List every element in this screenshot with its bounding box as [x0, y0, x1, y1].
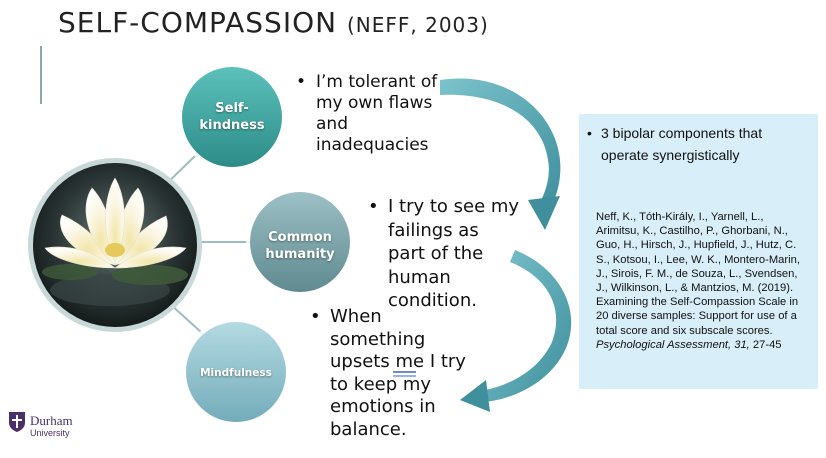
bullet-text: I try to see my failings as part of the … — [388, 195, 519, 313]
bullet-line: failings as — [388, 219, 479, 241]
bullet-self-kindness: • I’m tolerant of my own flaws and inade… — [296, 72, 437, 156]
reference-box: • 3 bipolar components that operate syne… — [579, 114, 818, 389]
bullet-text: I’m tolerant of my own flaws and inadequ… — [316, 72, 437, 156]
label-line: humanity — [265, 247, 335, 262]
title-citation: (NEFF, 2003) — [346, 13, 489, 37]
bullet-line: I’m tolerant of — [316, 72, 438, 92]
component-circle-self-kindness — [178, 63, 286, 171]
bullet-dot: • — [310, 306, 321, 327]
word-me: me — [395, 351, 425, 372]
bullet-line: balance. — [330, 418, 407, 440]
reference-citation: Neff, K., Tóth-Király, I., Yarnell, L., … — [596, 210, 808, 352]
bullet-line: to keep my — [330, 373, 432, 395]
word-upsets: upsets — [330, 351, 390, 372]
title-text: SELF-COMPASSION — [58, 6, 338, 39]
logo-subtitle: University — [30, 428, 70, 438]
bullet-line: part of the — [388, 243, 484, 264]
lotus-picture — [28, 158, 202, 332]
reference-journal: Psychological Assessment, 31, — [596, 338, 750, 351]
label-line: Common — [268, 230, 332, 245]
bullet-line: I try to see my — [388, 196, 520, 217]
bullet-line: When — [330, 306, 382, 327]
component-circle-common-humanity — [246, 188, 354, 296]
logo-name: Durham — [30, 413, 73, 428]
bullet-line: human — [388, 266, 451, 288]
reference-pages: 27-45 — [752, 338, 782, 351]
durham-crest-icon — [9, 412, 25, 432]
bullet-line: inadequacies — [316, 135, 429, 155]
label-self-kindness: Self- kindness — [192, 100, 272, 134]
component-circle-mindfulness — [182, 318, 290, 426]
bullet-dot: • — [296, 72, 307, 92]
bullet-common-humanity: • I try to see my failings as part of th… — [368, 195, 519, 313]
label-common-humanity: Common humanity — [258, 229, 342, 263]
label-line: Mindfulness — [200, 367, 272, 379]
bullet-line: something — [330, 328, 426, 350]
label-mindfulness: Mindfulness — [192, 366, 280, 380]
heading-line: operate synergistically — [601, 147, 740, 163]
label-line: Self- — [215, 101, 249, 116]
bullet-text: When something upsets me I try to keep m… — [330, 306, 466, 441]
reference-text: Neff, K., Tóth-Király, I., Yarnell, L., … — [596, 211, 800, 337]
bullet-line: emotions in — [330, 396, 436, 417]
bullet-dot: • — [368, 196, 379, 217]
durham-logo: Durham University — [8, 411, 73, 438]
accent-line — [40, 46, 42, 104]
bullet-line: my own flaws — [316, 93, 433, 113]
bullet-line: and — [316, 114, 348, 134]
word-i-try: I try — [429, 351, 466, 372]
curved-arrow-bottom — [460, 250, 572, 412]
bullet-line: condition. — [388, 290, 477, 311]
curved-arrow-top — [440, 78, 561, 230]
reference-box-heading: • 3 bipolar components that operate syne… — [587, 122, 809, 166]
bullet-dot: • — [587, 125, 592, 141]
slide-title: SELF-COMPASSION (NEFF, 2003) — [58, 6, 489, 39]
label-line: kindness — [199, 118, 265, 133]
bullet-mindfulness: • When something upsets me I try to keep… — [310, 306, 466, 441]
heading-text: 3 bipolar components that operate synerg… — [601, 122, 809, 166]
bullet-line: upsets me I try — [330, 351, 466, 374]
heading-line: 3 bipolar components that — [601, 125, 763, 141]
